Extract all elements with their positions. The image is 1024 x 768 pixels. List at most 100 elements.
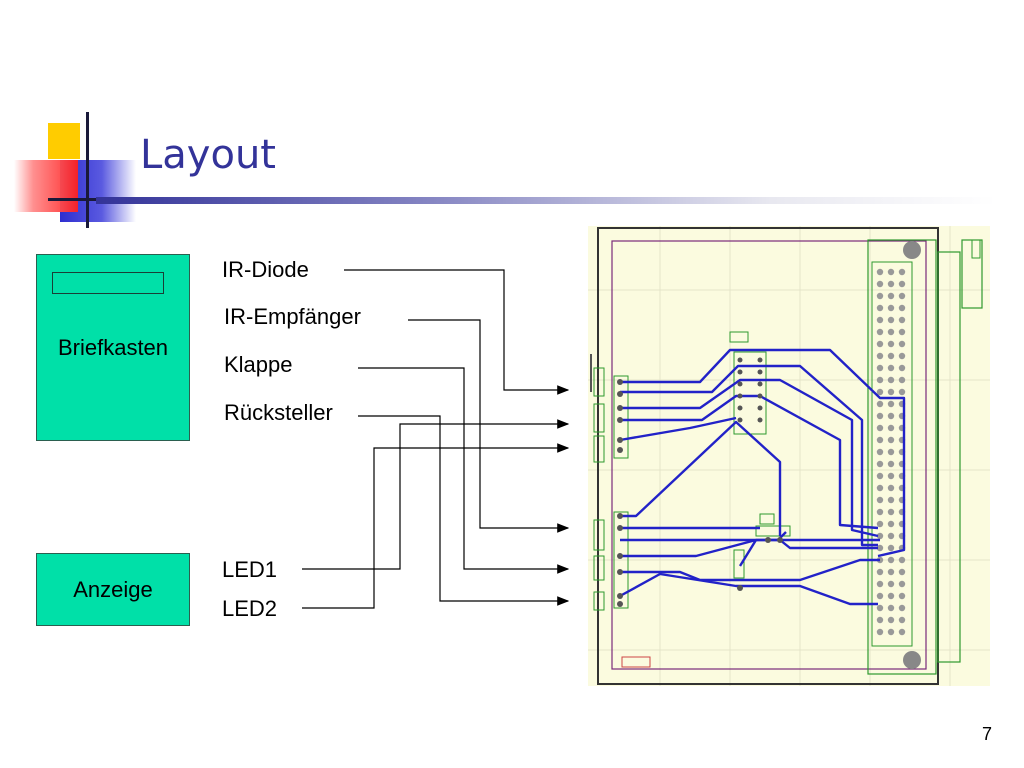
label-ruecksteller: Rücksteller xyxy=(224,400,333,425)
header-pin xyxy=(876,376,884,384)
header-pin xyxy=(887,460,895,468)
header-pin xyxy=(887,592,895,600)
header-pin xyxy=(898,280,906,288)
label-ir-diode: IR-Diode xyxy=(222,257,309,282)
header-pin xyxy=(887,280,895,288)
title-underline xyxy=(96,197,996,204)
header-pin xyxy=(898,556,906,564)
header-pin xyxy=(876,580,884,588)
wire-led2 xyxy=(302,443,570,609)
header-pin xyxy=(887,508,895,516)
header-pin xyxy=(876,448,884,456)
header-pin xyxy=(887,328,895,336)
slide-title: Layout xyxy=(140,132,276,178)
header-pin xyxy=(876,352,884,360)
header-pin xyxy=(876,316,884,324)
header-pin xyxy=(876,328,884,336)
deco-yellow-square xyxy=(48,123,80,159)
header-pin xyxy=(887,352,895,360)
header-pin xyxy=(876,292,884,300)
header-pin xyxy=(898,592,906,600)
header-pin xyxy=(898,628,906,636)
header-pin xyxy=(876,484,884,492)
header-pin xyxy=(876,364,884,372)
header-pin xyxy=(887,556,895,564)
label-ir-empfaenger: IR-Empfänger xyxy=(224,304,361,329)
header-pin xyxy=(887,616,895,624)
header-pin xyxy=(887,520,895,528)
header-pin xyxy=(876,412,884,420)
header-pin xyxy=(898,388,906,396)
header-pin xyxy=(898,304,906,312)
header-pin xyxy=(887,484,895,492)
header-pin xyxy=(887,364,895,372)
deco-horizontal-line xyxy=(48,198,108,201)
header-pin xyxy=(876,460,884,468)
wire-led1 xyxy=(302,419,570,570)
wire-klappe xyxy=(358,367,570,574)
header-pin xyxy=(876,508,884,516)
header-pin xyxy=(876,388,884,396)
page-number: 7 xyxy=(981,724,992,744)
header-pin xyxy=(876,616,884,624)
header-pin xyxy=(876,472,884,480)
header-pin xyxy=(887,424,895,432)
briefkasten-box: Briefkasten xyxy=(36,254,190,441)
header-pin xyxy=(898,340,906,348)
header-pin xyxy=(876,280,884,288)
header-pin xyxy=(898,616,906,624)
header-pin xyxy=(898,316,906,324)
header-pin xyxy=(876,496,884,504)
header-pin xyxy=(898,328,906,336)
header-pin xyxy=(887,604,895,612)
label-led2: LED2 xyxy=(222,596,278,621)
header-pin xyxy=(898,268,906,276)
header-pin xyxy=(876,304,884,312)
pcb-layout xyxy=(588,226,990,686)
header-pin xyxy=(887,496,895,504)
header-pin xyxy=(887,268,895,276)
deco-red-square xyxy=(14,160,78,212)
header-pin xyxy=(887,568,895,576)
header-pin xyxy=(876,424,884,432)
header-pin xyxy=(898,568,906,576)
header-pin xyxy=(876,400,884,408)
header-pin xyxy=(876,628,884,636)
header-pin xyxy=(887,340,895,348)
header-pin xyxy=(876,604,884,612)
header-pin xyxy=(876,568,884,576)
header-pin xyxy=(898,364,906,372)
header-pin xyxy=(887,436,895,444)
header-pin xyxy=(887,316,895,324)
header-pin xyxy=(898,376,906,384)
header-pin xyxy=(887,400,895,408)
header-pin xyxy=(876,340,884,348)
header-pin xyxy=(887,544,895,552)
header-pin xyxy=(898,604,906,612)
header-pin xyxy=(898,292,906,300)
label-led1: LED1 xyxy=(222,557,278,582)
anzeige-label: Anzeige xyxy=(73,576,153,602)
wire-ir-diode xyxy=(344,269,570,395)
wire-ruecksteller xyxy=(358,415,570,606)
mail-slot xyxy=(52,272,164,294)
header-pin xyxy=(887,376,895,384)
header-pin xyxy=(876,592,884,600)
deco-vertical-line xyxy=(86,112,89,228)
header-pin xyxy=(887,388,895,396)
header-pin xyxy=(887,580,895,588)
header-pin xyxy=(876,436,884,444)
header-pin xyxy=(876,520,884,528)
header-pin xyxy=(887,304,895,312)
header-pin xyxy=(887,412,895,420)
header-pin xyxy=(876,268,884,276)
header-pin xyxy=(876,532,884,540)
header-pin xyxy=(887,628,895,636)
header-pin xyxy=(887,472,895,480)
header-pin xyxy=(876,544,884,552)
label-klappe: Klappe xyxy=(224,352,293,377)
briefkasten-label: Briefkasten xyxy=(57,334,169,360)
header-pin xyxy=(898,580,906,588)
header-pin xyxy=(887,448,895,456)
